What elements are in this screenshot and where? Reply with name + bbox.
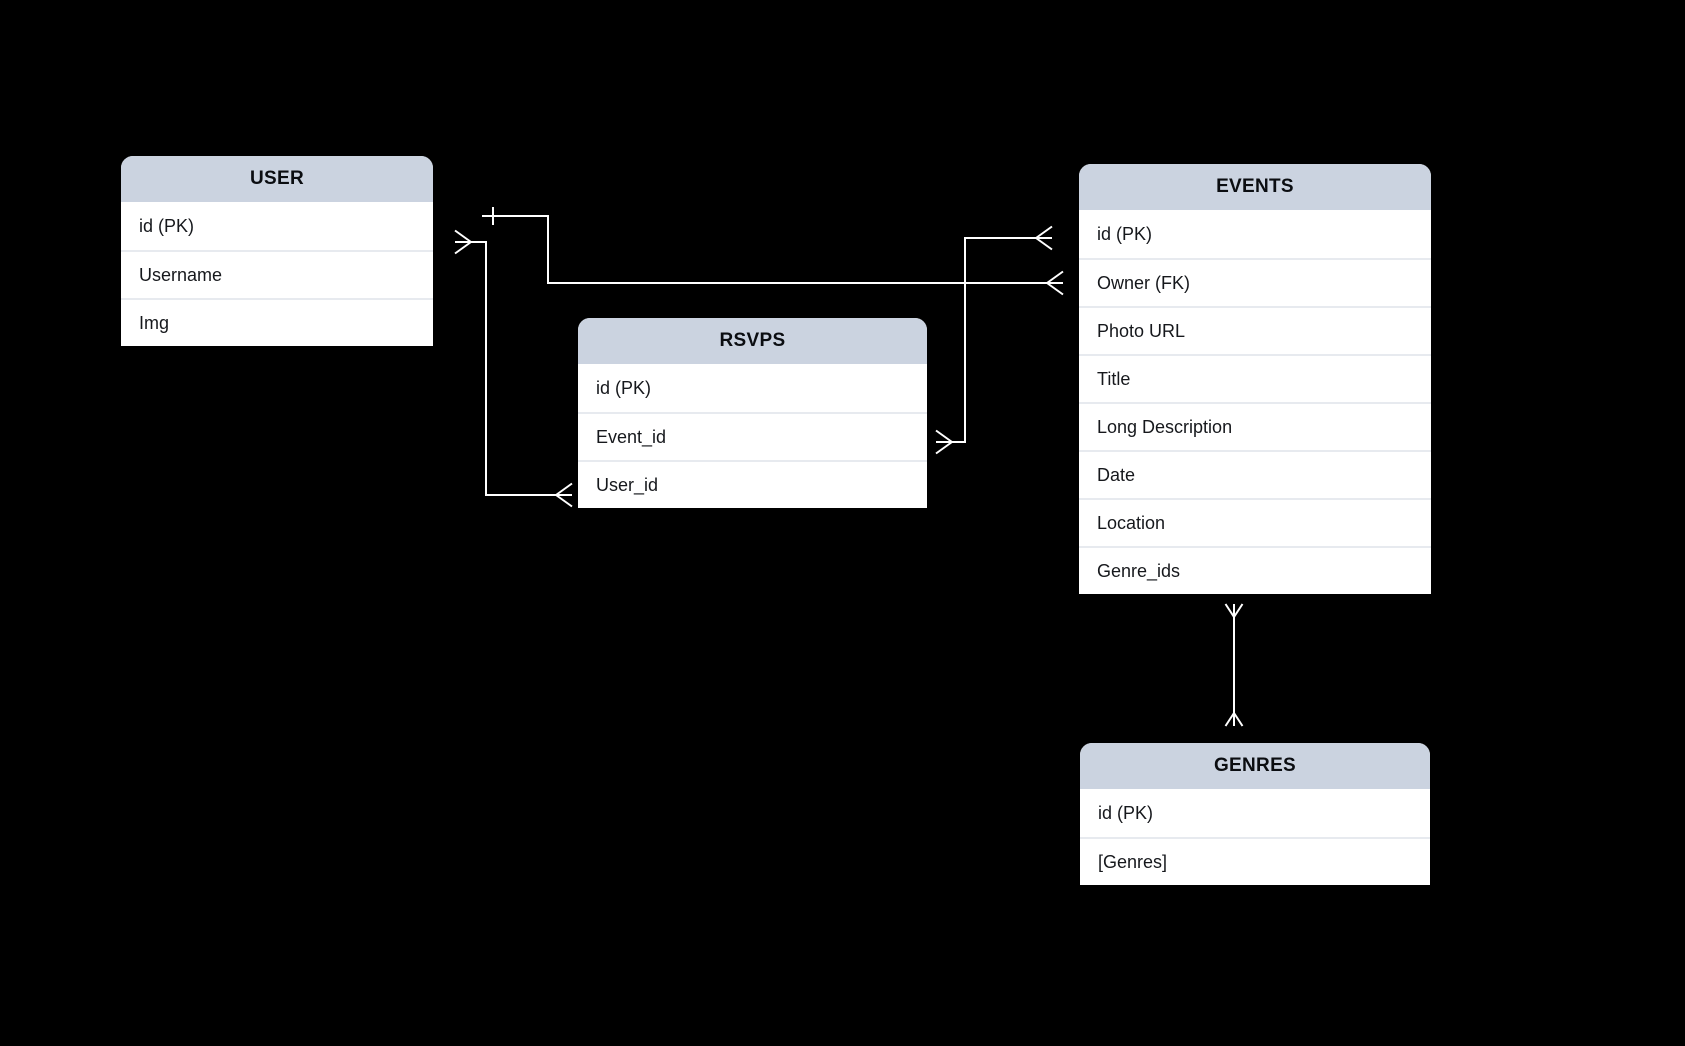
table-row: Photo URL [1079,306,1431,354]
entity-genres[interactable]: GENRES id (PK)[Genres] [1080,743,1430,885]
table-row: Owner (FK) [1079,258,1431,306]
entity-title: GENRES [1080,743,1430,789]
table-row: Location [1079,498,1431,546]
table-row: Date [1079,450,1431,498]
table-row: Long Description [1079,402,1431,450]
connector-line [482,215,1063,284]
table-row: id (PK) [578,364,927,412]
table-row: Genre_ids [1079,546,1431,594]
table-row: Title [1079,354,1431,402]
relationship-user-rsvps[interactable] [454,229,573,508]
table-row: User_id [578,460,927,508]
many-marker [935,429,953,455]
many-marker [1224,603,1244,618]
table-row: id (PK) [1079,210,1431,258]
many-marker [555,482,573,508]
connector-line [936,237,1052,443]
relationship-events-genres[interactable] [1224,603,1244,727]
table-row: Event_id [578,412,927,460]
table-row: Username [121,250,433,298]
entity-title: USER [121,156,433,202]
many-marker [1035,225,1053,251]
many-marker [1224,712,1244,727]
table-row: id (PK) [121,202,433,250]
relationship-user-events[interactable] [482,207,1064,296]
entity-fields: id (PK)[Genres] [1080,789,1430,885]
table-row: id (PK) [1080,789,1430,837]
table-row: Img [121,298,433,346]
table-row: [Genres] [1080,837,1430,885]
connector-line [455,241,572,496]
many-marker [1046,270,1064,296]
entity-title: RSVPS [578,318,927,364]
many-marker [454,229,472,255]
relationship-rsvps-events[interactable] [935,225,1053,455]
entity-title: EVENTS [1079,164,1431,210]
